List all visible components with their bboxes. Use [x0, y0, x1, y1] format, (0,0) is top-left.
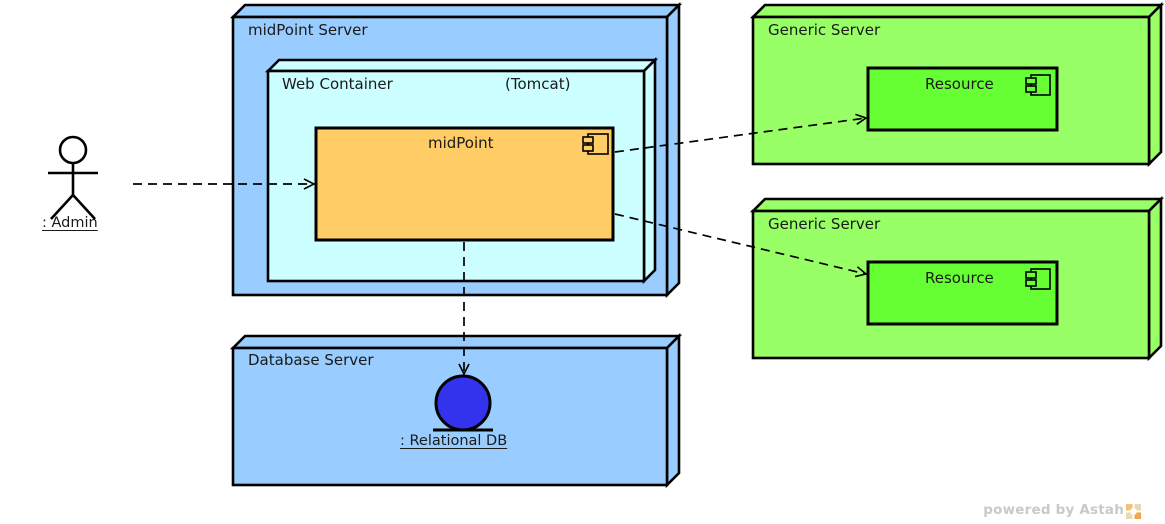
- node-web-container-side-bevel: [642, 56, 657, 285]
- node-generic-server-2[interactable]: [749, 195, 1165, 362]
- astah-logo-icon: [1126, 503, 1141, 519]
- node-generic-server-2-label: Generic Server: [768, 215, 881, 233]
- node-database-server-top-bevel: [229, 334, 683, 350]
- connector-midpoint-to-resource-2[interactable]: [614, 213, 866, 274]
- component-resource-2-label: Resource: [925, 269, 994, 287]
- node-generic-server-2-top-bevel: [749, 197, 1165, 213]
- component-resource-2-box: [866, 260, 1059, 326]
- actor-admin[interactable]: [48, 135, 98, 220]
- node-midpoint-server-top-bevel: [229, 3, 683, 19]
- actor-head-icon: [58, 135, 88, 165]
- node-generic-server-2-side-bevel: [1147, 195, 1163, 362]
- component-resource-2[interactable]: [866, 260, 1059, 326]
- node-web-container-label: Web Container: [282, 75, 393, 93]
- component-midpoint[interactable]: [314, 126, 615, 242]
- actor-left-leg: [50, 194, 74, 220]
- component-resource-1[interactable]: [866, 66, 1059, 132]
- watermark: powered by Astah: [983, 502, 1141, 519]
- instance-relational-db[interactable]: [433, 374, 493, 432]
- node-generic-server-1-label: Generic Server: [768, 21, 881, 39]
- node-web-container-qualifier: (Tomcat): [505, 75, 571, 93]
- component-icon: [1025, 268, 1051, 290]
- watermark-text: powered by Astah: [983, 502, 1124, 518]
- node-database-server-side-bevel: [665, 332, 681, 489]
- node-generic-server-1-top-bevel: [749, 3, 1165, 19]
- node-web-container-top-bevel: [264, 58, 659, 73]
- component-icon: [1025, 74, 1051, 96]
- instance-relational-db-label: : Relational DB: [400, 433, 508, 449]
- component-midpoint-box: [314, 126, 615, 242]
- node-midpoint-server-side-bevel: [665, 1, 681, 299]
- component-icon: [582, 133, 609, 155]
- node-midpoint-server-label: midPoint Server: [248, 21, 368, 39]
- component-midpoint-label: midPoint: [428, 134, 494, 152]
- node-generic-server-1-side-bevel: [1147, 1, 1163, 168]
- connector-midpoint-to-resource-1[interactable]: [614, 118, 866, 153]
- node-database-server-label: Database Server: [248, 351, 374, 369]
- database-instance-icon: [434, 374, 492, 432]
- actor-right-leg: [72, 194, 96, 220]
- actor-admin-label: : Admin: [42, 215, 98, 231]
- component-resource-1-label: Resource: [925, 75, 994, 93]
